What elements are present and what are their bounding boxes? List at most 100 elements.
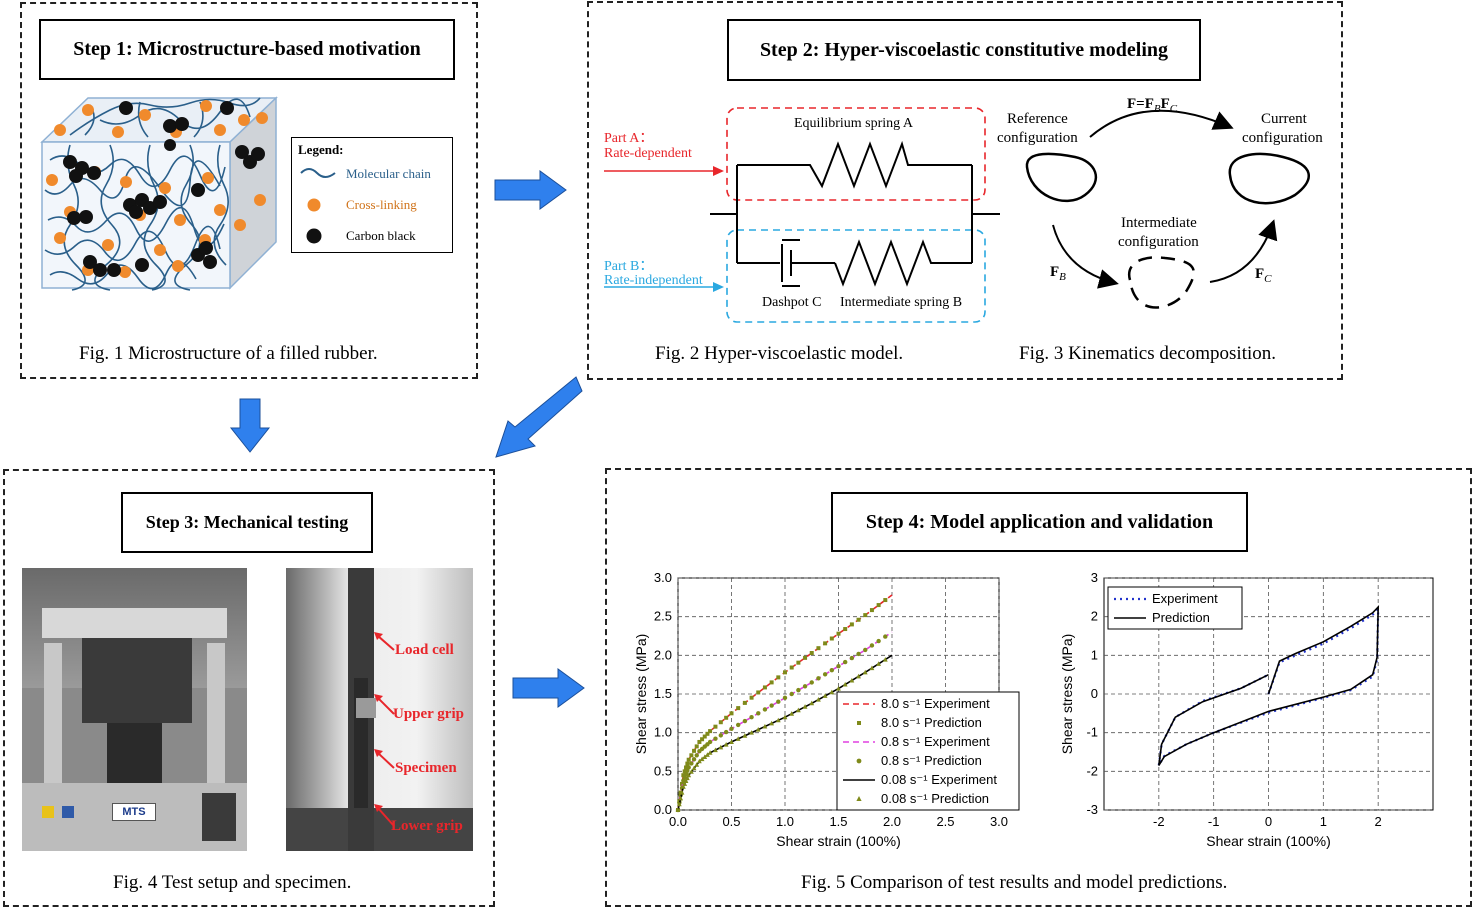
data-point [829,636,834,641]
data-point [849,655,855,661]
data-point [876,638,881,644]
y-axis-label: Shear stress (MPa) [1059,634,1075,755]
data-point [769,680,774,685]
legend-label: 0.8 s⁻¹ Experiment [881,734,990,749]
legend-marker [857,721,861,725]
data-point [723,729,729,735]
cur-config-2: configuration [1242,130,1323,146]
x-tick-label: 0.5 [722,814,740,829]
data-point [756,711,761,716]
legend-label: Experiment [1152,591,1218,606]
data-point [680,784,686,789]
data-point [749,730,754,735]
y-tick-label: -1 [1086,725,1098,740]
data-point [836,663,841,669]
carbon-black-icon [306,228,322,244]
data-point [697,739,702,744]
eq-B-sub: B [1153,103,1161,115]
data-point [836,685,841,691]
data-point [769,703,774,708]
cur-config-1: Current [1261,111,1307,127]
series-line [1157,606,1380,767]
y-tick-label: 1 [1091,647,1098,662]
data-point [708,729,713,734]
specimen-label: Specimen [395,760,457,776]
chain-icon [300,168,336,178]
data-point [776,675,781,680]
load-cell-label: Load cell [395,642,454,658]
data-point [816,676,821,681]
data-point [692,748,697,753]
x-tick-label: 1.0 [776,814,794,829]
data-point [876,661,882,666]
data-point [836,631,841,636]
data-point [776,699,781,704]
y-tick-label: 0.5 [654,763,672,778]
cross-link-icon [307,198,321,212]
data-point [729,726,734,731]
data-point [869,608,874,613]
data-point [809,680,814,685]
y-tick-label: 3 [1091,570,1098,585]
data-point [856,673,861,679]
data-point [843,627,848,632]
fc-F: F [1255,266,1265,282]
fig5-caption: Fig. 5 Comparison of test results and mo… [801,872,1228,893]
data-point [682,769,687,774]
x-axis-label: Shear strain (100%) [776,833,901,849]
data-point [869,665,875,671]
data-point [684,765,689,770]
data-point [876,603,881,608]
step4-panel [605,468,1472,907]
data-point [705,731,710,736]
data-point [713,724,718,729]
legend-cross: Cross-linking [346,197,417,212]
data-point [863,613,868,618]
data-point [686,757,691,762]
data-point [795,707,801,713]
eq-FC: F [1160,96,1170,112]
data-point [822,693,828,698]
legend-title: Legend: [298,142,344,157]
lower-grip-label: Lower grip [391,818,463,834]
partA-label-1: Part A： [604,131,654,146]
data-point [699,756,705,762]
data-point [863,647,868,653]
data-point [849,622,854,627]
data-point [683,778,689,783]
data-point [691,765,697,771]
x-tick-label: 3.0 [990,814,1008,829]
legend-label: 0.08 s⁻¹ Prediction [881,791,989,806]
x-tick-label: 1 [1320,814,1327,829]
data-point [697,758,702,764]
data-point [718,720,723,725]
data-point [735,722,741,728]
data-point [707,750,713,755]
data-point [816,697,821,702]
y-tick-label: 3.0 [654,570,672,585]
spring-b-label: Intermediate spring B [840,295,963,310]
data-point [829,689,835,695]
arrow-diagonal [495,376,583,458]
data-point [789,691,794,697]
fb-label: FB [1050,264,1066,283]
eq-F: F [1127,96,1137,112]
series-line [1158,604,1380,766]
data-point [694,744,699,749]
legend-box [291,137,453,253]
x-tick-label: -1 [1208,814,1220,829]
data-point [694,762,700,767]
legend-chain: Molecular chain [346,166,431,181]
y-tick-label: 2.0 [654,647,672,662]
data-point [762,723,768,729]
data-point [684,775,690,781]
ref-config-2: configuration [997,130,1078,146]
y-tick-label: 2 [1091,609,1098,624]
y-axis-label: Shear stress (MPa) [633,634,649,755]
data-point [742,733,748,738]
data-point [756,690,761,695]
upper-grip-label: Upper grip [393,706,464,722]
legend-label: 0.8 s⁻¹ Prediction [881,753,982,768]
data-point [869,643,875,648]
